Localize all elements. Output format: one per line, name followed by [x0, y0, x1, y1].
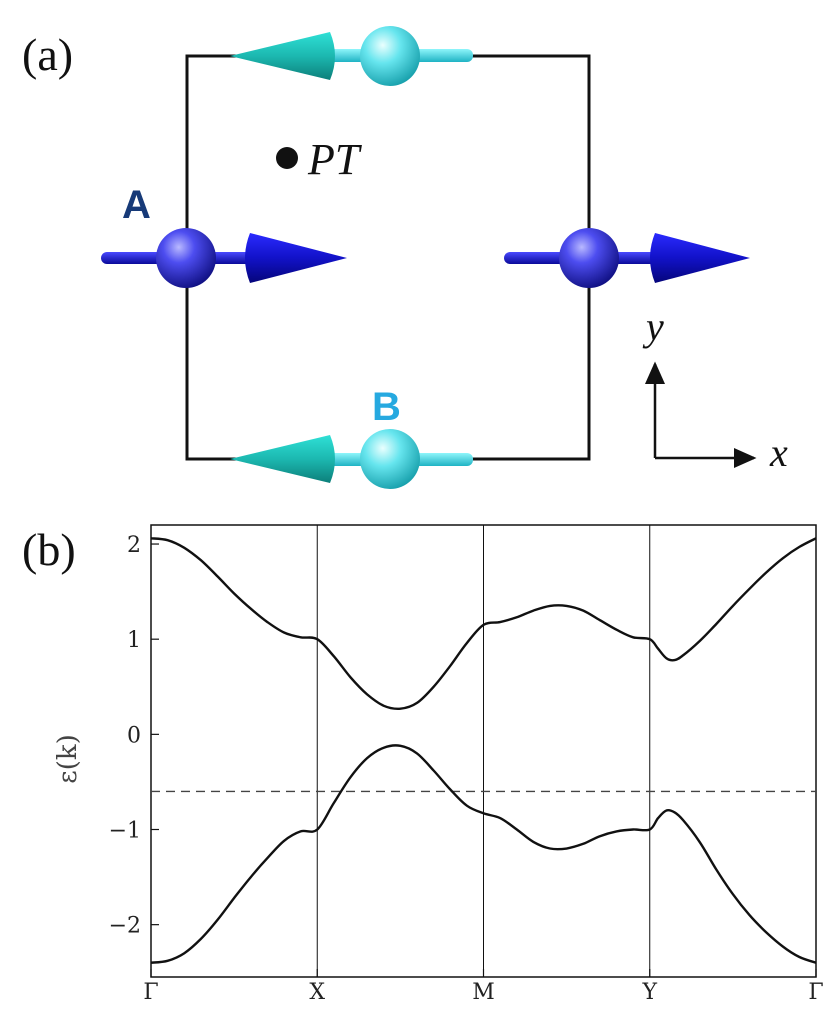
band-line-0: [150, 537, 817, 710]
y-tick-label: −1: [109, 819, 141, 844]
y-tick-label: 0: [127, 723, 141, 748]
y-tick-label: 1: [127, 628, 141, 653]
y-tick-label: 2: [127, 533, 141, 558]
sphere-icon: [360, 429, 420, 489]
spin-arrow-right-icon: [650, 233, 750, 283]
panel-a-label: (a): [22, 29, 73, 80]
spin-b-top: [230, 26, 473, 86]
spin-b-bottom: [230, 429, 473, 489]
sphere-icon: [559, 228, 619, 288]
chart-ylabel: ε(k): [53, 734, 83, 784]
x-tick-label: X: [309, 980, 325, 1005]
x-tick-label: Γ: [143, 980, 158, 1005]
axis-y-label: y: [642, 304, 664, 349]
spin-arrow-left-icon: [230, 435, 335, 483]
panel-a: (a) A B PT: [22, 26, 788, 489]
sphere-icon: [156, 228, 216, 288]
spin-arrow-right-icon: [245, 233, 347, 283]
y-tick-label: −2: [109, 914, 141, 939]
pt-label: PT: [307, 135, 363, 184]
inversion-center-dot-icon: [276, 147, 298, 169]
x-tick-label: Y: [641, 980, 657, 1005]
spin-arrow-left-icon: [230, 32, 335, 80]
x-tick-label: Γ: [808, 980, 823, 1005]
x-tick-label: M: [472, 980, 495, 1005]
sphere-icon: [360, 26, 420, 86]
site-a-label: A: [122, 183, 151, 227]
axis-x-label: x: [769, 430, 788, 475]
site-b-label: B: [372, 385, 401, 429]
panel-b-label: (b): [22, 524, 76, 575]
panel-b: (b) ε(k) Γ X M Y Γ −2 −1 0 1 2: [22, 524, 824, 1005]
spin-a-left: [101, 228, 347, 288]
spin-a-right: [504, 228, 750, 288]
band-structure-chart: Γ X M Y Γ −2 −1 0 1 2: [109, 524, 824, 1005]
band-line-1: [150, 744, 817, 964]
